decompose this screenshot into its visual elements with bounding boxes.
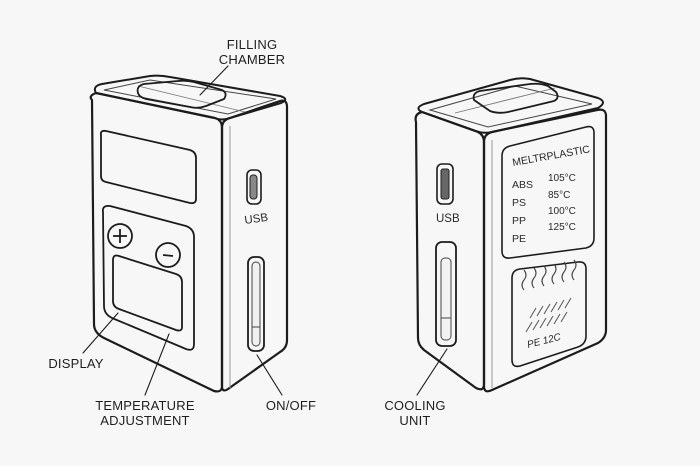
minus-button[interactable] [155, 242, 181, 268]
filling-chamber-label-line1: FILLING [226, 37, 278, 52]
on-off-label: ON/OFF [265, 398, 317, 413]
heat-wave-icon [521, 259, 577, 291]
usb-port-right [436, 163, 454, 205]
plus-button[interactable] [107, 223, 133, 249]
display-leader [82, 312, 119, 354]
right-device: MELTRPLASTIC ABS 105°C PS 85°C PP 100°C … [414, 77, 608, 396]
meltplastic-info-panel [501, 125, 595, 259]
material-ps: PS [512, 197, 526, 209]
cooling-unit-label: COOLING UNIT [375, 398, 455, 428]
filling-chamber-cap-left [136, 79, 227, 109]
right-device-top-face [417, 77, 604, 134]
temperature-leader [144, 333, 170, 396]
meltplastic-rows: ABS 105°C PS 85°C PP 100°C PE 125°C [512, 173, 576, 245]
material-pe: PE [512, 233, 526, 245]
cooling-unit-slot [435, 241, 457, 347]
temperature-label-line2: ADJUSTMENT [100, 413, 190, 428]
left-top-screen [99, 129, 197, 205]
cooling-vent-panel: PE 12C [511, 259, 587, 368]
material-abs: ABS [512, 179, 533, 191]
material-pp: PP [512, 215, 526, 227]
on-off-leader [256, 354, 283, 396]
temp-pp: 100°C [548, 206, 576, 217]
filling-chamber-cap-right [472, 82, 559, 114]
cooling-vent-text: PE 12C [526, 332, 563, 351]
display-label: DISPLAY [48, 356, 104, 371]
left-device-top-face [93, 74, 287, 121]
on-off-switch[interactable] [247, 256, 265, 352]
temperature-adjustment-label: TEMPERATURE ADJUSTMENT [86, 398, 204, 428]
cooling-unit-leader [416, 348, 448, 396]
usb-label-left: USB [244, 212, 269, 227]
temp-pe: 125°C [548, 222, 576, 233]
vent-slots [525, 297, 572, 333]
temperature-label-line1: TEMPERATURE [95, 398, 195, 413]
filling-chamber-label-line2: CHAMBER [218, 52, 286, 67]
usb-label-right: USB [436, 213, 460, 225]
usb-port-left [246, 169, 262, 205]
cooling-unit-label-line2: UNIT [399, 413, 431, 428]
temp-abs: 105°C [548, 173, 576, 184]
left-device [82, 65, 289, 396]
temperature-control-panel [101, 204, 195, 351]
temp-ps: 85°C [548, 190, 570, 201]
meltplastic-title: MELTRPLASTIC [511, 143, 591, 169]
left-display-screen [112, 254, 183, 332]
left-device-side-face [220, 99, 289, 392]
right-device-side-face [414, 110, 486, 391]
filling-chamber-leader [199, 65, 229, 96]
filling-chamber-label: FILLING CHAMBER [207, 37, 297, 67]
cooling-unit-label-line1: COOLING [384, 398, 446, 413]
